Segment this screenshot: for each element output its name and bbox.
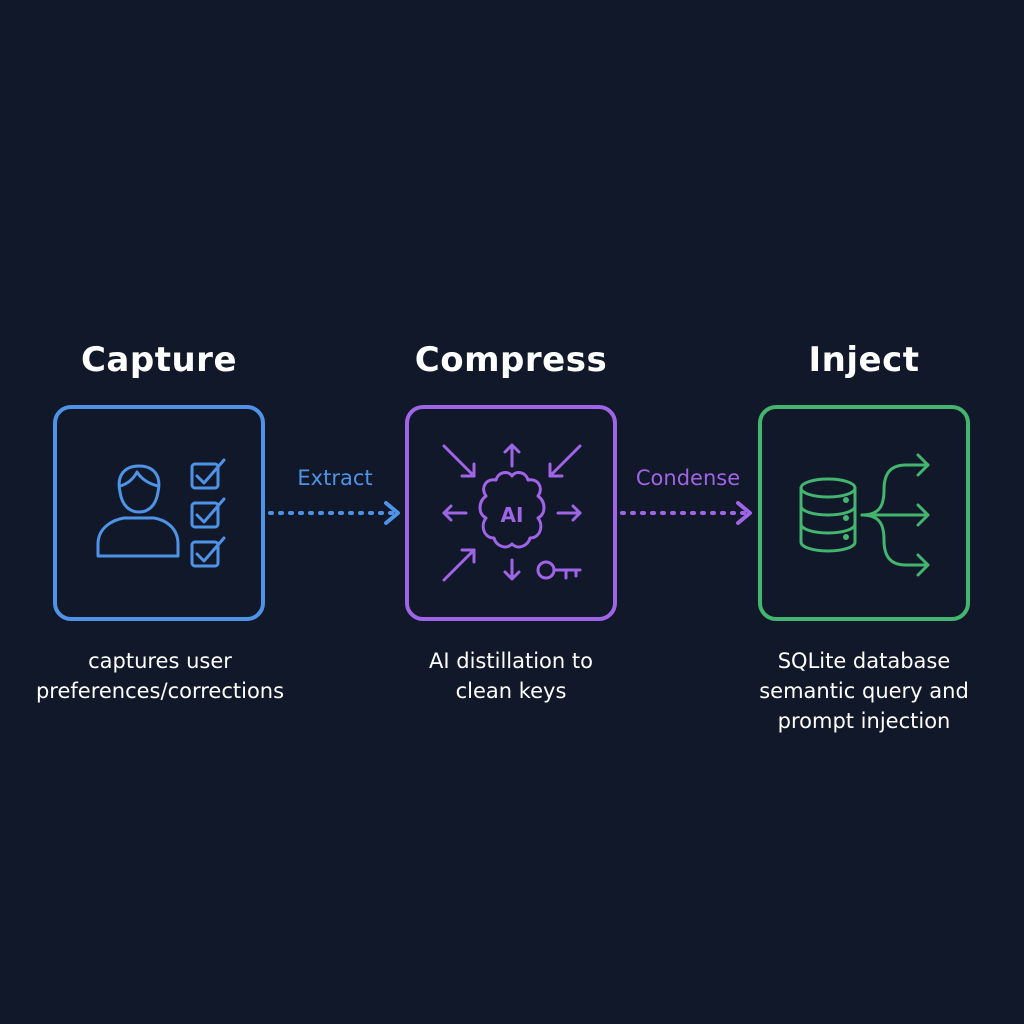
description-line: SQLite database: [777, 649, 951, 673]
capture-node: [53, 405, 265, 621]
inward-arrows-icon: [442, 443, 582, 582]
stage-description-capture: captures user preferences/corrections: [0, 646, 320, 706]
description-line: prompt injection: [777, 709, 951, 733]
ai-brain-icon: AI: [478, 471, 546, 549]
ai-brain-label: AI: [501, 503, 524, 527]
compress-node: AI: [405, 405, 617, 621]
stage-title-compress: Compress: [414, 340, 608, 380]
description-line: captures user: [88, 649, 232, 673]
stage-description-compress: AI distillation to clean keys: [351, 646, 671, 706]
branch-arrows-icon: [860, 453, 930, 577]
stage-description-inject: SQLite database semantic query and promp…: [704, 646, 1024, 736]
user-icon: [96, 464, 180, 558]
description-line: AI distillation to: [429, 649, 593, 673]
key-icon: [536, 560, 582, 580]
connector-label-extract: Extract: [297, 466, 373, 490]
inject-node: [758, 405, 970, 621]
description-line: preferences/corrections: [35, 679, 285, 703]
description-line: clean keys: [455, 679, 567, 703]
database-icon: [799, 477, 857, 553]
connector-label-condense: Condense: [635, 466, 741, 490]
checklist-icon: [190, 458, 226, 568]
description-line: semantic query and: [759, 679, 969, 703]
connector-condense: [620, 501, 752, 525]
stage-title-inject: Inject: [808, 340, 920, 380]
connector-extract: [268, 501, 400, 525]
stage-title-capture: Capture: [80, 340, 238, 380]
